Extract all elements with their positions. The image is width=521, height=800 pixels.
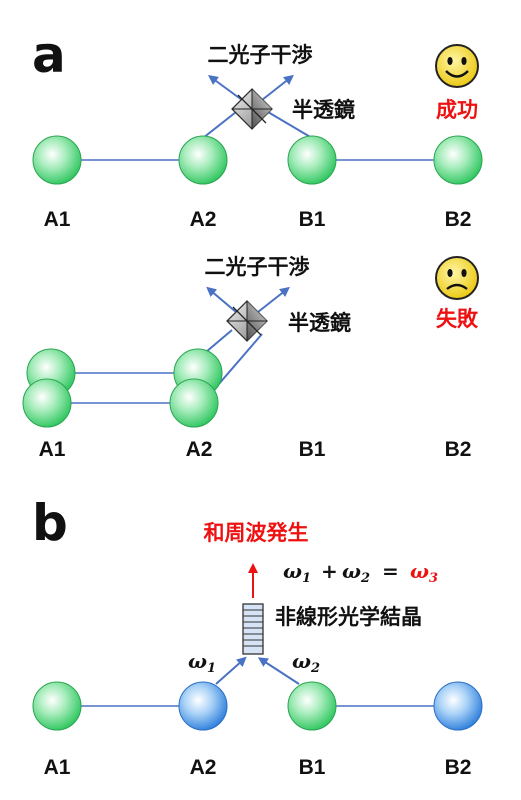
- outcome-success-label: 成功: [436, 98, 478, 122]
- node-a1-b: [32, 681, 82, 731]
- node-label-a1-b: A1: [44, 756, 71, 779]
- nonlinear-crystal: [242, 603, 264, 655]
- node-a2: [178, 135, 228, 185]
- panel-b-label: b: [32, 494, 68, 552]
- sum-frequency-equation: ω1 + ω2 = ω3: [283, 559, 438, 586]
- omega2-label: ω2: [292, 649, 320, 676]
- frowning-face-icon: [435, 256, 479, 300]
- node-label-a2-b: A2: [190, 756, 217, 779]
- svg-text:ω2: ω2: [342, 559, 370, 586]
- photon-path-a2: [202, 111, 237, 139]
- smiley-face-icon: [435, 44, 479, 88]
- node-b1-b: [287, 681, 337, 731]
- photon-path-omega1: [215, 656, 247, 685]
- outcome-failure-label: 失敗: [436, 307, 479, 331]
- panel-a-label: a: [32, 26, 66, 84]
- svg-text:ω3: ω3: [410, 559, 438, 586]
- crystal-label: 非線形光学結晶: [275, 605, 422, 629]
- node-a2-lower: [169, 378, 219, 428]
- node-label-a2: A2: [190, 208, 217, 231]
- node-b2: [433, 135, 483, 185]
- photon-path-a2-upper: [205, 329, 233, 353]
- node-a1: [32, 135, 82, 185]
- node-label-b1-b: B1: [299, 756, 326, 779]
- beamsplitter: [231, 88, 273, 130]
- omega1-label: ω1: [188, 649, 216, 676]
- interference-label-fail: 二光子干渉: [205, 255, 310, 279]
- beamsplitter-fail: [226, 300, 268, 342]
- beamsplitter-label-fail: 半透鏡: [288, 311, 351, 335]
- output-arrow-right: [261, 74, 294, 101]
- node-label-b1: B1: [299, 208, 326, 231]
- output-arrow-left: [207, 75, 243, 101]
- node-b1: [287, 135, 337, 185]
- node-a2-b: [178, 681, 228, 731]
- node-label-b2-b: B2: [445, 756, 472, 779]
- node-a1-lower: [22, 378, 72, 428]
- node-label-a1-fail: A1: [39, 438, 66, 461]
- output-arrow-left-fail: [206, 286, 237, 313]
- node-label-a2-fail: A2: [186, 438, 213, 461]
- photon-path-a2-lower: [217, 333, 263, 386]
- node-label-b2: B2: [445, 208, 472, 231]
- svg-text:=: =: [382, 559, 399, 583]
- sfg-label: 和周波発生: [204, 521, 309, 545]
- node-label-b1-fail: B1: [299, 438, 326, 461]
- node-label-a1: A1: [44, 208, 71, 231]
- photon-path-omega2: [257, 657, 300, 685]
- node-label-b2-fail: B2: [445, 438, 472, 461]
- output-arrow-right-fail: [257, 286, 290, 313]
- photon-path-b1: [267, 111, 313, 139]
- beamsplitter-label: 半透鏡: [292, 98, 355, 122]
- svg-text:+: +: [321, 559, 338, 583]
- interference-label: 二光子干渉: [208, 43, 313, 67]
- node-b2-b: [433, 681, 483, 731]
- svg-text:ω1: ω1: [283, 559, 311, 586]
